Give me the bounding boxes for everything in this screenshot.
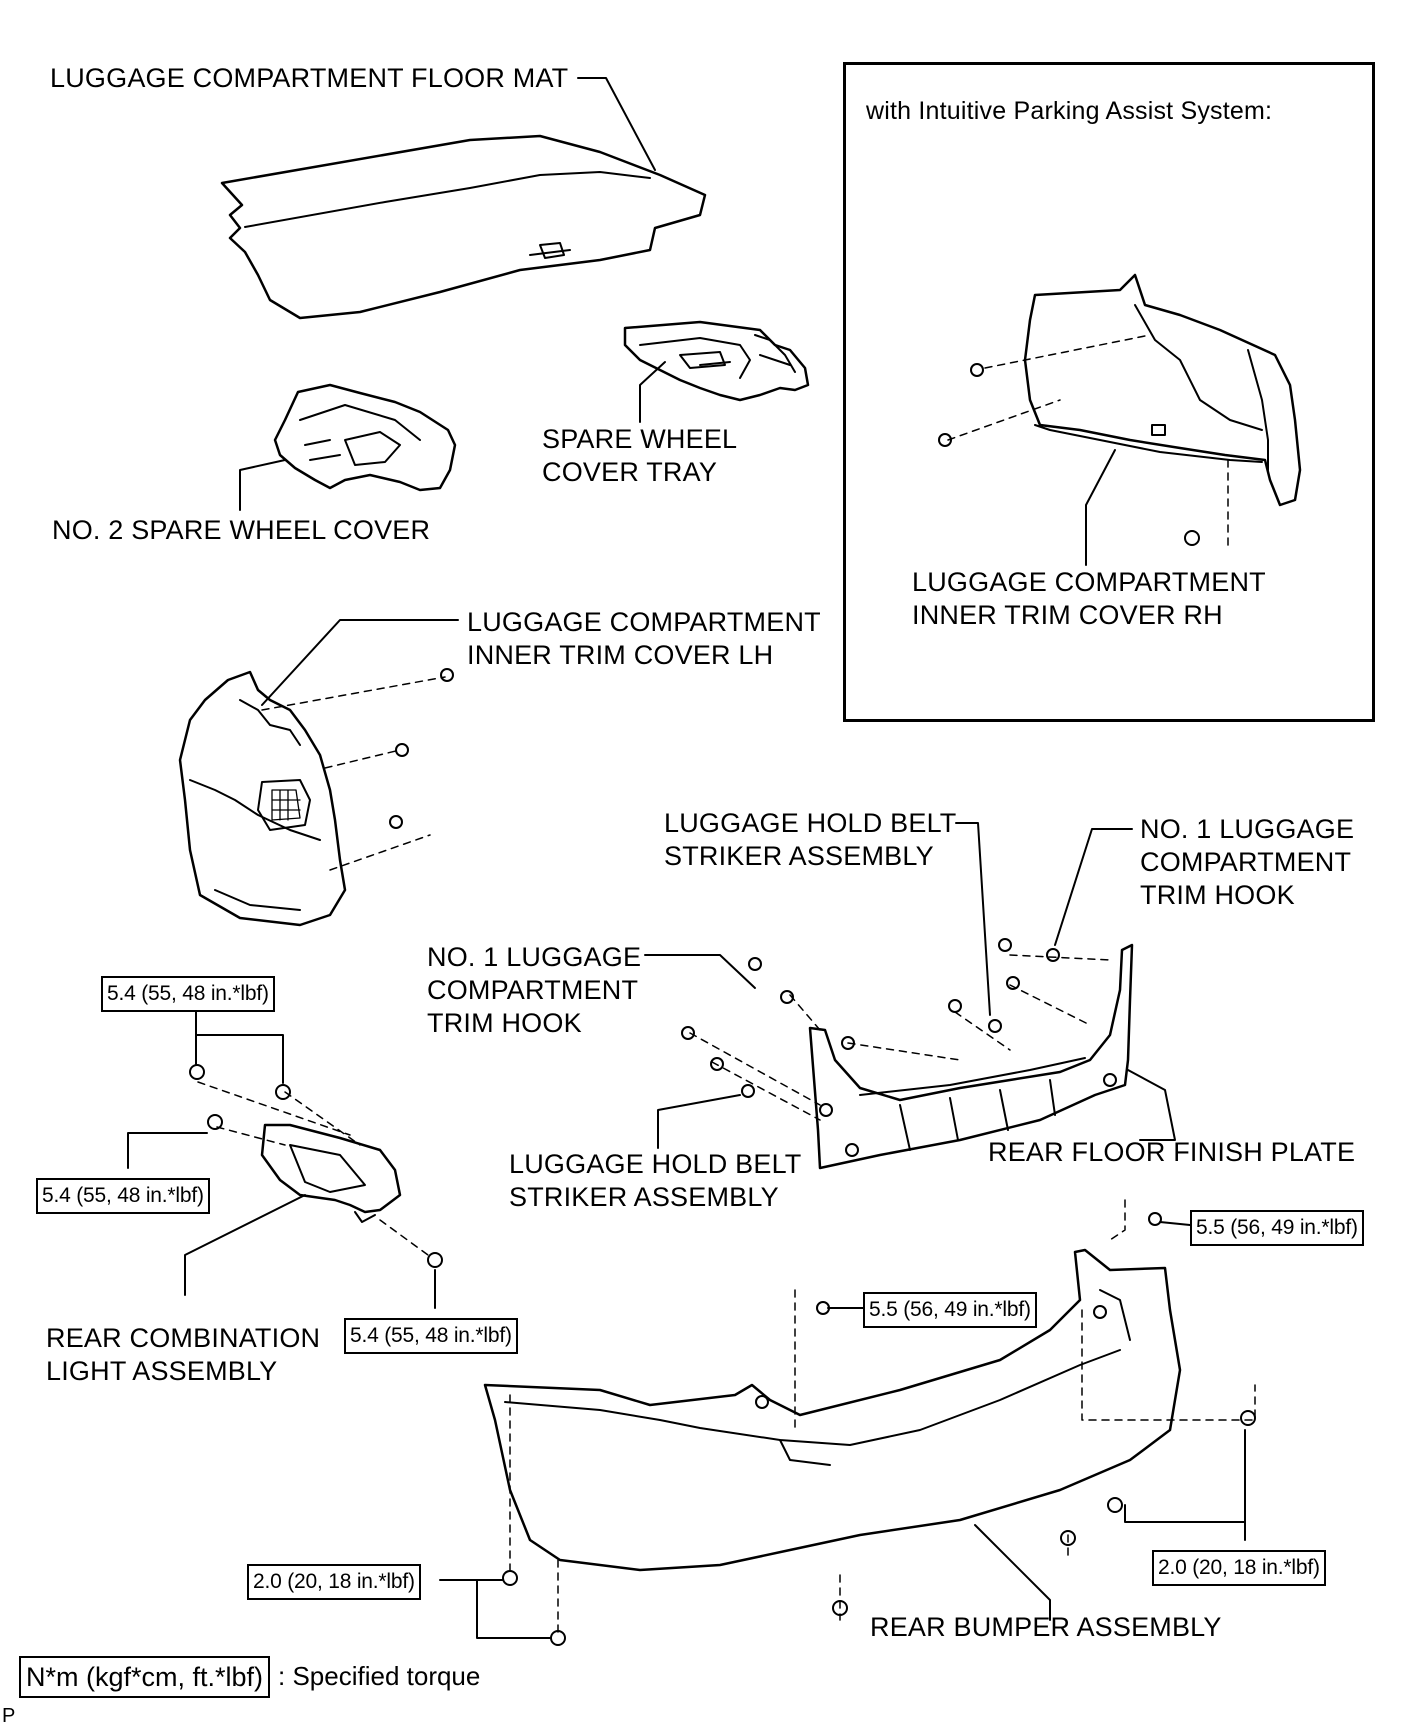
inner-trim-lh-leader — [261, 619, 459, 706]
combination-light-label: REAR COMBINATION LIGHT ASSEMBLY — [46, 1323, 321, 1386]
rear-floor-plate-fasteners — [681, 938, 1060, 1098]
hold-belt-striker-bottom-label: LUGGAGE HOLD BELT STRIKER ASSEMBLY — [509, 1149, 802, 1212]
torque-bumper-top-right-leader — [1159, 1221, 1191, 1226]
spare-wheel-cover-2-part — [273, 383, 457, 492]
bumper-leader — [974, 1524, 1051, 1621]
rear-combination-light-part — [260, 1123, 402, 1223]
bumper-dash — [509, 1199, 1256, 1636]
torque-legend-text: : Specified torque — [278, 1661, 481, 1691]
torque-legend-box: N*m (kgf*cm, ft.*lbf) — [19, 1656, 271, 1698]
inner-trim-rh-label: LUGGAGE COMPARTMENT INNER TRIM COVER RH — [912, 567, 1266, 630]
striker-top-leader — [955, 822, 991, 1016]
torque-light-top: 5.4 (55, 48 in.*lbf) — [101, 976, 275, 1012]
torque-light-top-leader — [195, 1007, 284, 1084]
rear-floor-plate-label: REAR FLOOR FINISH PLATE — [988, 1137, 1356, 1167]
torque-bumper-br-leader — [1124, 1429, 1246, 1541]
corner-mark: P — [2, 1705, 16, 1727]
torque-light-left: 5.4 (55, 48 in.*lbf) — [36, 1178, 210, 1214]
spare-tray-leader — [639, 361, 666, 423]
trim-hook-left-label: NO. 1 LUGGAGE COMPARTMENT TRIM HOOK — [427, 942, 642, 1038]
hold-belt-striker-top-label: LUGGAGE HOLD BELT STRIKER ASSEMBLY — [664, 808, 957, 871]
torque-light-left-leader — [127, 1132, 208, 1169]
light-leader — [184, 1194, 306, 1296]
rear-bumper-label: REAR BUMPER ASSEMBLY — [870, 1612, 1222, 1642]
inner-trim-lh-label: LUGGAGE COMPARTMENT INNER TRIM COVER LH — [467, 607, 821, 670]
floor-mat-leader — [577, 77, 656, 171]
torque-bumper-bottom-right: 2.0 (20, 18 in.*lbf) — [1152, 1550, 1326, 1586]
rear-floor-plate-dash — [689, 954, 1111, 1121]
parking-assist-inset-frame — [843, 62, 1375, 722]
inner-trim-lh-dash — [261, 676, 446, 871]
spare-tray-label: SPARE WHEEL COVER TRAY — [542, 424, 738, 487]
torque-bumper-bottom-left: 2.0 (20, 18 in.*lbf) — [247, 1564, 421, 1600]
inner-trim-rh-leader — [1085, 449, 1116, 566]
rear-bumper-part — [483, 1248, 1182, 1572]
floor-mat-part — [220, 134, 707, 320]
inner-trim-rh-fasteners — [938, 363, 1200, 546]
trim-hook-right-leader — [1054, 828, 1133, 946]
inner-trim-lh-part — [178, 670, 347, 927]
spare-cover2-leader — [239, 459, 286, 511]
inset-caption: with Intuitive Parking Assist System: — [866, 97, 1273, 125]
trim-hook-right-label: NO. 1 LUGGAGE COMPARTMENT TRIM HOOK — [1140, 814, 1355, 910]
rear-floor-plate-leader — [1127, 1069, 1176, 1141]
rear-floor-finish-plate-part — [808, 943, 1134, 1170]
torque-bumper-bl-leader — [439, 1579, 551, 1639]
inner-trim-lh-fasteners — [389, 668, 454, 829]
floor-mat-label: LUGGAGE COMPARTMENT FLOOR MAT — [50, 63, 569, 93]
bumper-fasteners — [502, 1212, 1256, 1646]
light-dash — [197, 1081, 429, 1256]
spare-cover2-label: NO. 2 SPARE WHEEL COVER — [52, 515, 431, 545]
inner-trim-rh-part — [1023, 273, 1302, 507]
spare-wheel-cover-tray-part — [623, 320, 810, 402]
torque-light-bottom: 5.4 (55, 48 in.*lbf) — [344, 1318, 518, 1354]
torque-bumper-top-mid: 5.5 (56, 49 in.*lbf) — [863, 1292, 1037, 1328]
striker-bottom-leader — [657, 1094, 741, 1149]
trim-hook-left-leader — [644, 954, 756, 989]
torque-bumper-top-right: 5.5 (56, 49 in.*lbf) — [1190, 1210, 1364, 1246]
light-fasteners — [189, 1064, 443, 1268]
inner-trim-rh-dash — [947, 334, 1229, 551]
